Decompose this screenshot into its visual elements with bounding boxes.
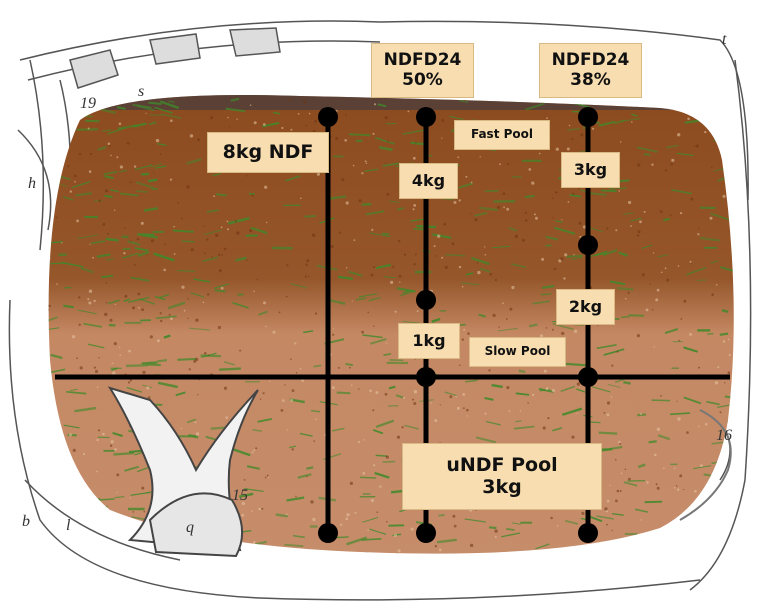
anatomy-mark-t: t xyxy=(722,31,727,48)
node xyxy=(416,523,436,543)
node xyxy=(416,107,436,127)
anatomy-mark-19: 19 xyxy=(80,95,96,112)
ndfd-right-value: 38% xyxy=(570,71,611,90)
anatomy-mark-15: 15 xyxy=(232,487,248,504)
left-fast-amount-label: 4kg xyxy=(399,163,458,199)
anatomy-mark-l: l xyxy=(66,517,71,534)
node xyxy=(318,523,338,543)
anatomy-mark-h: h xyxy=(28,175,36,192)
node xyxy=(578,107,598,127)
undf-pool-value: 3kg xyxy=(482,477,521,498)
anatomy-mark-s: s xyxy=(138,83,144,100)
node xyxy=(416,367,436,387)
slow-pool-label: Slow Pool xyxy=(469,337,566,367)
undf-pool-label: uNDF Pool 3kg xyxy=(402,443,602,510)
undf-pool-title: uNDF Pool xyxy=(446,455,557,476)
ndfd-left-value: 50% xyxy=(402,71,443,90)
rumen-contents xyxy=(40,90,750,560)
total-ndf-label: 8kg NDF xyxy=(207,132,329,173)
ndfd-left-title: NDFD24 xyxy=(384,51,462,70)
right-slow-amount-label: 2kg xyxy=(556,289,615,325)
anatomy-mark-b: b xyxy=(22,513,30,530)
anatomy-mark-q: q xyxy=(186,519,194,536)
ndfd24-38-label: NDFD24 38% xyxy=(539,43,642,98)
node xyxy=(578,523,598,543)
ndfd24-50-label: NDFD24 50% xyxy=(371,43,474,98)
right-fast-amount-label: 3kg xyxy=(561,152,620,188)
node xyxy=(578,235,598,255)
node xyxy=(578,367,598,387)
anatomy-mark-16: 16 xyxy=(716,427,732,444)
fast-pool-label: Fast Pool xyxy=(454,120,550,150)
left-slow-amount-label: 1kg xyxy=(398,323,460,359)
node xyxy=(318,107,338,127)
node xyxy=(416,290,436,310)
ndfd-right-title: NDFD24 xyxy=(552,51,630,70)
